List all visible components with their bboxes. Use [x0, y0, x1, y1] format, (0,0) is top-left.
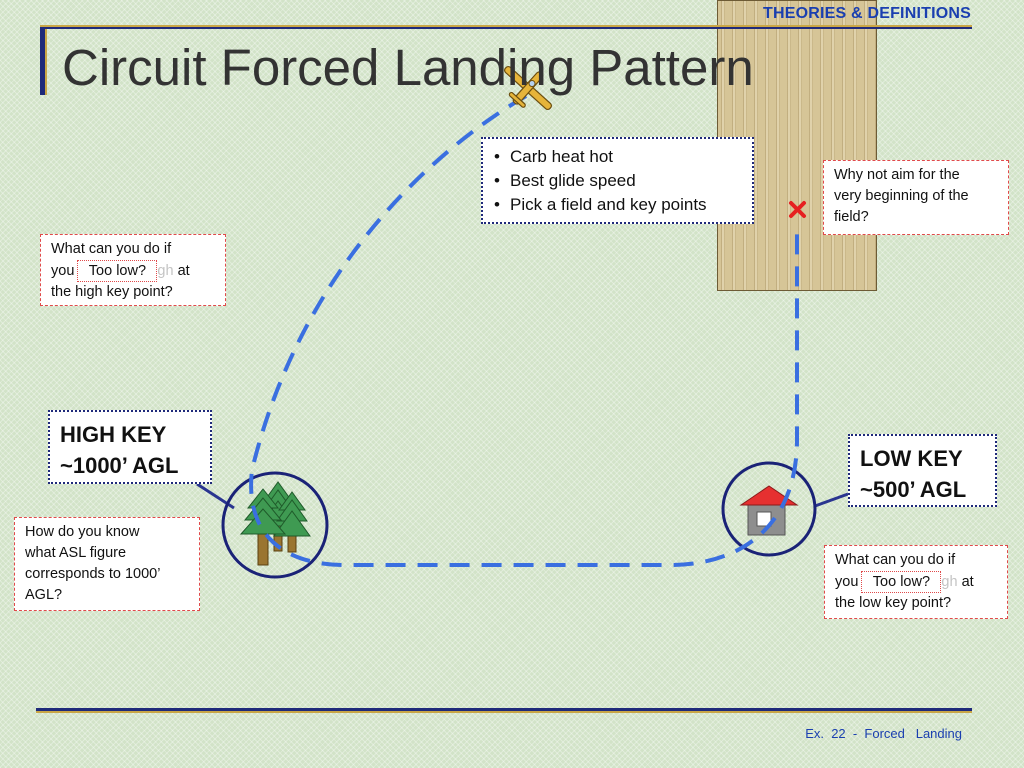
question-line: very beginning of the — [834, 188, 969, 204]
question-aim-point: Why not aim for the very beginning of th… — [823, 160, 1009, 235]
question-low-key: What can you do if you Too low?gh at the… — [824, 545, 1008, 619]
high-key-altitude: ~1000’ AGL — [60, 453, 179, 478]
airplane-icon — [504, 65, 552, 111]
low-key-circle — [721, 461, 817, 557]
high-key-circle — [221, 471, 329, 579]
question-line: you Too low?gh at — [51, 260, 225, 282]
question-line: what ASL figure — [25, 545, 127, 561]
slide-title: Circuit Forced Landing Pattern — [62, 39, 754, 96]
section-label: THEORIES & DEFINITIONS — [763, 5, 971, 22]
glide-path — [249, 94, 799, 567]
question-asl: How do you know what ASL figure correspo… — [14, 517, 200, 611]
bottom-rule — [36, 708, 972, 711]
too-low-overlay: Too low? — [861, 571, 942, 593]
question-line: How do you know — [25, 524, 140, 540]
question-text: at — [961, 574, 974, 590]
x-mark-icon — [789, 201, 806, 218]
question-line: AGL? — [25, 587, 63, 603]
low-key-label: LOW KEY — [860, 446, 963, 471]
question-line: What can you do if — [835, 552, 956, 568]
checklist-item: Best glide speed — [493, 169, 742, 193]
too-low-overlay: Too low? — [77, 260, 158, 282]
top-rule-navy — [40, 27, 972, 29]
question-line: field? — [834, 209, 869, 225]
question-line: you Too low?gh at — [835, 571, 1007, 593]
tree-icon — [273, 491, 311, 553]
question-line: corresponds to 1000’ — [25, 566, 161, 582]
faded-text: gh — [941, 574, 958, 590]
question-line: What can you do if — [51, 241, 172, 257]
slide-footer: Ex. 22 - Forced Landing — [805, 726, 962, 741]
low-key-altitude: ~500’ AGL — [860, 477, 967, 502]
faded-text: gh — [157, 263, 174, 279]
question-line: the low key point? — [835, 595, 952, 611]
low-key-connector — [814, 492, 849, 508]
checklist: Carb heat hot Best glide speed Pick a fi… — [493, 145, 742, 217]
checklist-box: Carb heat hot Best glide speed Pick a fi… — [481, 137, 754, 224]
title-accent-bar — [40, 27, 45, 95]
high-key-box: HIGH KEY ~1000’ AGL — [48, 410, 212, 484]
question-line: Why not aim for the — [834, 167, 960, 183]
title-accent-bar-gold — [45, 29, 47, 95]
high-key-label: HIGH KEY — [60, 422, 167, 447]
checklist-item: Carb heat hot — [493, 145, 742, 169]
question-text: at — [177, 263, 190, 279]
bottom-rule-gold — [36, 711, 972, 713]
question-text: you — [51, 263, 75, 279]
low-key-box: LOW KEY ~500’ AGL — [848, 434, 997, 507]
question-line: the high key point? — [51, 284, 173, 300]
question-high-key: What can you do if you Too low?gh at the… — [40, 234, 226, 306]
checklist-item: Pick a field and key points — [493, 193, 742, 217]
top-rule — [40, 25, 972, 27]
question-text: you — [835, 574, 859, 590]
